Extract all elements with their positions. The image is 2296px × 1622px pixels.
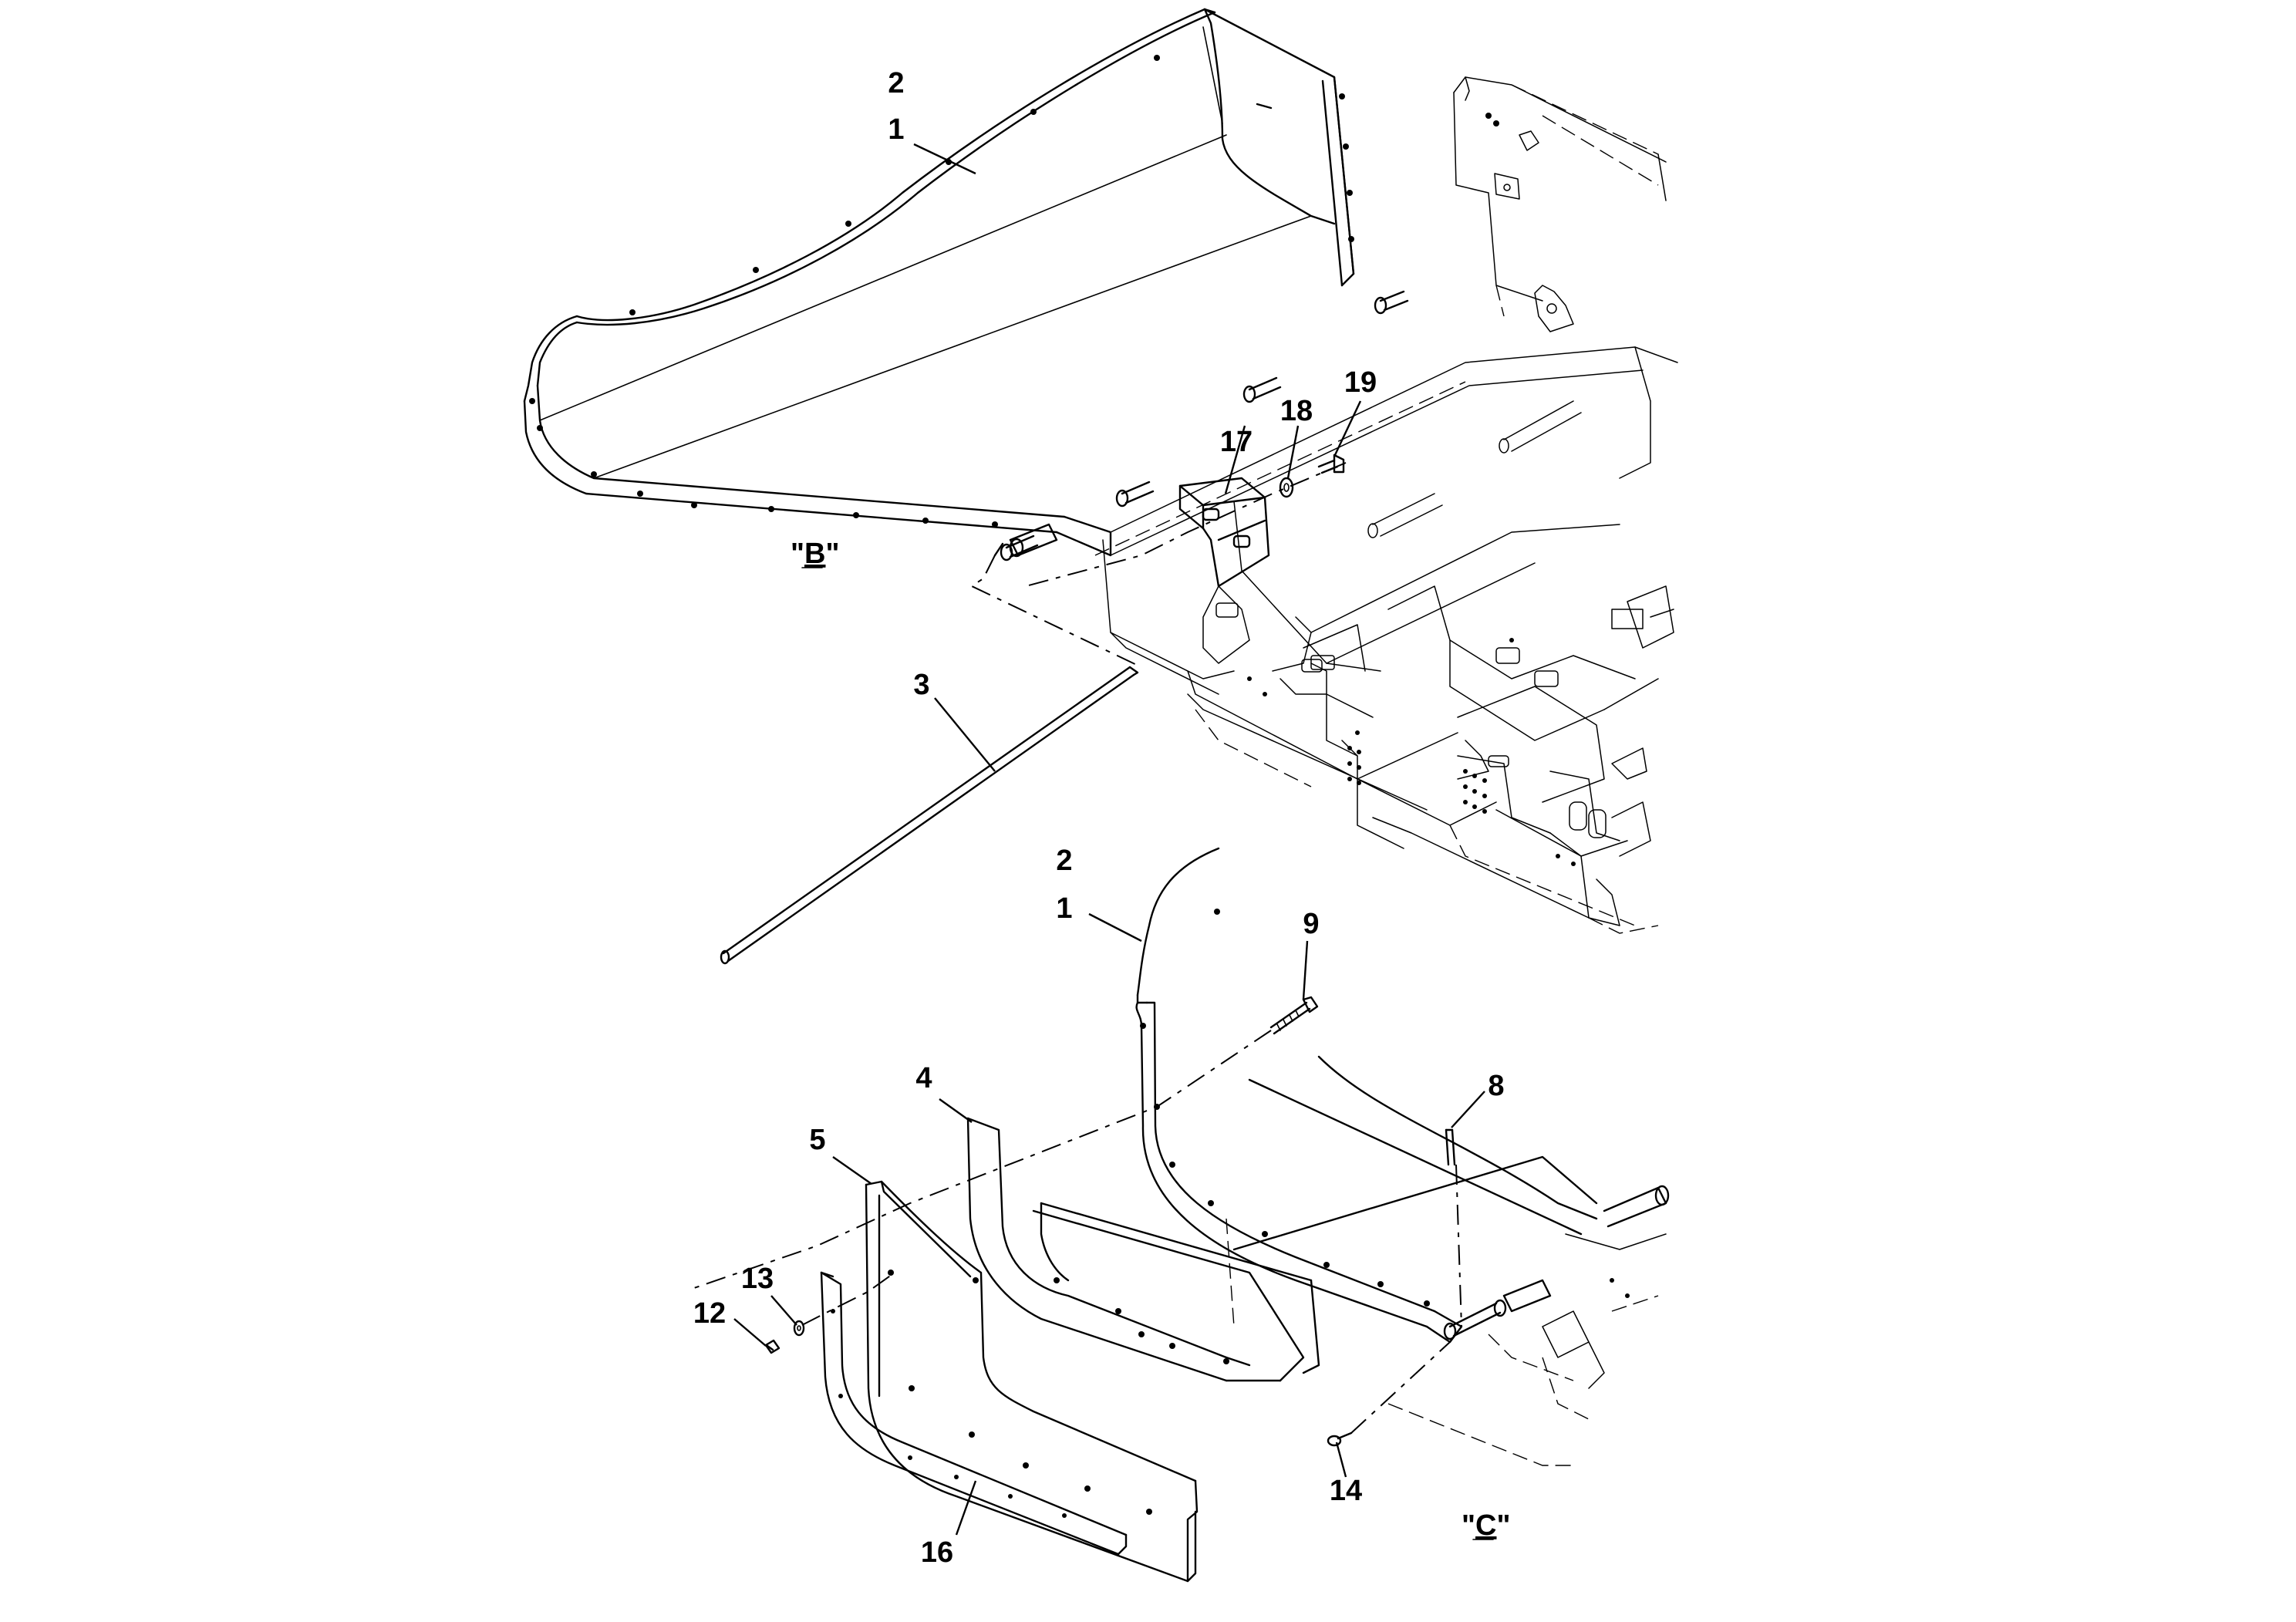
callout-8: 8	[1488, 1070, 1504, 1102]
assembly-line-3	[969, 555, 1142, 668]
callout-13: 13	[741, 1263, 774, 1295]
callout-1-top: 1	[888, 113, 904, 146]
part-16-strip	[820, 1271, 1128, 1556]
callout-19: 19	[1344, 366, 1377, 399]
leader-lines	[733, 143, 1485, 1536]
assembly-line-8	[1455, 1164, 1462, 1327]
part-18-washer	[1279, 477, 1294, 498]
part-14-screw	[1327, 1431, 1353, 1447]
callout-16: 16	[921, 1536, 953, 1569]
part-1-shroud-top	[523, 8, 1409, 561]
part-3-rod	[720, 666, 1139, 965]
callout-4: 4	[915, 1062, 932, 1094]
assembly-line-17	[1025, 462, 1347, 587]
view-label-c: "C"	[1462, 1509, 1511, 1542]
view-labels: "B" "C"	[791, 538, 1511, 1542]
part-4-strip	[966, 1117, 1320, 1382]
part-12-nut	[764, 1339, 781, 1354]
view-label-b: "B"	[791, 538, 840, 570]
part-4-holes	[1054, 1277, 1229, 1364]
assembly-line-12	[801, 1272, 895, 1326]
part-5-holes	[888, 1270, 1152, 1515]
part-19-screw	[1317, 454, 1345, 474]
part-5-flap	[865, 1180, 1199, 1583]
part-16-holes	[831, 1309, 1067, 1518]
callout-9: 9	[1303, 908, 1319, 940]
callouts: 2 1 3 17 18 19 2 1 9 4 8 5 13 12 14 16	[693, 67, 1505, 1569]
part-9-bolt	[1269, 996, 1319, 1035]
assembly-line-14	[1350, 1341, 1451, 1434]
callout-5: 5	[809, 1124, 825, 1156]
callout-2-bottom: 2	[1056, 845, 1072, 877]
part-1-bottom-holes	[1140, 909, 1630, 1307]
part-8-pin	[1445, 1128, 1456, 1166]
part-13-washer	[793, 1320, 805, 1337]
assembly-line-9	[693, 1030, 1272, 1289]
callout-12: 12	[693, 1297, 726, 1330]
callout-17: 17	[1220, 426, 1253, 458]
part-1-shroud-bottom	[1135, 847, 1670, 1466]
callout-1-bottom: 1	[1056, 892, 1072, 925]
frame-hole-pattern	[1247, 113, 1576, 866]
callout-3: 3	[913, 669, 929, 701]
callout-18: 18	[1280, 395, 1313, 427]
chassis-frame	[1094, 76, 1678, 934]
callout-2-top: 2	[888, 67, 904, 99]
callout-14: 14	[1330, 1475, 1362, 1507]
